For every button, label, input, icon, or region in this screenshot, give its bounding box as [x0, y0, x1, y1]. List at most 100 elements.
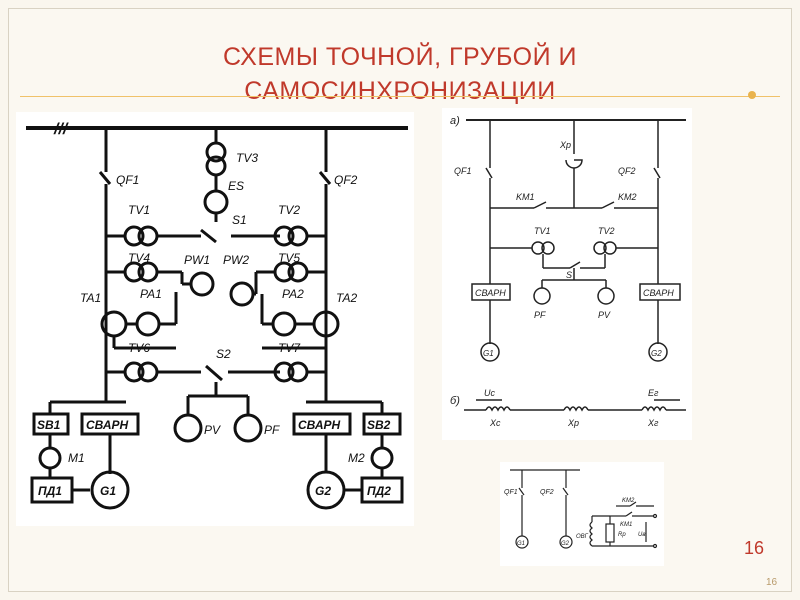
tv3-label: TV3: [236, 151, 258, 165]
title-divider: [20, 96, 780, 97]
tv5-label: TV5: [278, 251, 300, 265]
uc-label: Uc: [484, 388, 495, 398]
tv7-label: TV7: [278, 341, 301, 355]
pa2-ammeter: [271, 311, 297, 337]
title-divider-dot: [748, 91, 756, 99]
small-g1-label: G1: [517, 541, 525, 547]
km1-contact: [533, 201, 547, 209]
pd2-label: ПД2: [367, 484, 391, 498]
small-rp-resistor: [605, 523, 615, 543]
qf1-right-label: QF1: [454, 166, 472, 176]
qf2-right-breaker: [653, 167, 661, 179]
tv1-right-coil-b: [541, 241, 555, 255]
small-rp-label: Rр: [618, 532, 626, 538]
part-a-label: а): [450, 115, 460, 127]
slide-title-line-2: САМОСИНХРОНИЗАЦИИ: [244, 77, 556, 105]
ta1-label: TA1: [80, 291, 101, 305]
sb2-label: SB2: [367, 418, 391, 432]
pa2-label: PA2: [282, 287, 304, 301]
pf-right-meter: [533, 287, 551, 305]
qf2-label: QF2: [334, 173, 358, 187]
sb1-label: SB1: [37, 418, 61, 432]
pd1-label: ПД1: [38, 484, 62, 498]
xc-label: Xc: [489, 418, 501, 428]
qf1-right-breaker: [485, 167, 493, 179]
small-uv-label: Uв: [638, 532, 645, 538]
small-km2-label: KM2: [622, 498, 635, 504]
s-switch: [569, 261, 581, 269]
small-qf2-breaker: [562, 487, 569, 496]
slide-title: СХЕМЫ ТОЧНОЙ, ГРУБОЙ И САМОСИНХРОНИЗАЦИИ: [150, 40, 650, 108]
tv3-transformer-upper: [205, 141, 227, 163]
s1-label: S1: [232, 213, 247, 227]
s2-label: S2: [216, 347, 231, 361]
slide-title-line-1: СХЕМЫ ТОЧНОЙ, ГРУБОЙ И: [223, 43, 577, 71]
pw2-label: PW2: [223, 253, 249, 267]
tv2-label: TV2: [278, 203, 300, 217]
pv-right-meter: [597, 287, 615, 305]
tv1-right-coil-a: [531, 241, 545, 255]
small-km2-contact: [629, 501, 637, 507]
pa1-label: PA1: [140, 287, 162, 301]
pf-frequency-meter: [233, 413, 263, 443]
small-qf1-breaker: [518, 487, 525, 496]
svarn-left-label: СВАРН: [86, 418, 129, 432]
svarn-right-block: [292, 412, 352, 436]
xp-label: Xр: [567, 418, 579, 428]
small-g1-generator: [515, 535, 529, 549]
small-minus-terminal: [652, 543, 658, 549]
g1-label: G1: [100, 484, 116, 498]
pv-right-label: PV: [598, 310, 611, 320]
pf-label: PF: [264, 423, 280, 437]
g1-generator: [90, 470, 130, 510]
xp-inductor: [563, 406, 589, 412]
pv-label: PV: [204, 423, 221, 437]
small-qf1-label: QF1: [504, 489, 518, 496]
small-qf2-label: QF2: [540, 489, 554, 496]
m2-motor: [370, 446, 394, 470]
m1-motor: [38, 446, 62, 470]
small-km1-contact: [625, 511, 633, 517]
bus-phase-mark: ///: [53, 121, 69, 138]
qf2-right-label: QF2: [618, 166, 636, 176]
qf1-label: QF1: [116, 173, 139, 187]
pv-voltmeter: [173, 413, 203, 443]
tv6-label: TV6: [128, 341, 150, 355]
self-sync-schematic: QF1 QF2 G1 G2 ОВГ Rр KM1 KM2 Uв: [500, 462, 664, 566]
m1-label: M1: [68, 451, 85, 465]
pa1-ammeter: [135, 311, 161, 337]
tv1-label: TV1: [128, 203, 150, 217]
g1-right-label: G1: [483, 349, 494, 358]
es-device: [203, 189, 229, 215]
tv2-right-coil-a: [593, 241, 607, 255]
pw1-label: PW1: [184, 253, 210, 267]
pw1-wattmeter: [189, 271, 215, 297]
es-label: ES: [228, 179, 244, 193]
tv2-right-label: TV2: [598, 226, 615, 236]
tv2-transformer-left: [273, 225, 295, 247]
xc-inductor: [485, 406, 511, 412]
small-plus-terminal: [652, 513, 658, 519]
small-g2-label: G2: [561, 541, 570, 547]
g2-right-label: G2: [651, 349, 662, 358]
synchronization-main-schematic: /// QF1 QF2 TV3 ES S1 TV1 TV2 TV4 TV5 PW…: [16, 112, 414, 526]
svarn-right-left-block: [471, 283, 511, 301]
small-ovg-winding: [589, 521, 593, 547]
svarn-right-right-label: СВАРН: [643, 288, 674, 298]
m2-label: M2: [348, 451, 365, 465]
part-b-label: б): [450, 395, 460, 407]
xr-label: Xг: [647, 418, 659, 428]
slide-number-small: 16: [766, 577, 778, 588]
svarn-right-label: СВАРН: [298, 418, 341, 432]
xp-top-label: Xр: [559, 140, 571, 150]
g2-label: G2: [315, 484, 331, 498]
km2-contact: [601, 201, 615, 209]
s-label: S: [566, 270, 572, 280]
tv7-transformer-left: [273, 361, 295, 383]
small-g2-generator: [559, 535, 573, 549]
g2-right-generator: [648, 342, 668, 362]
ta2-label: TA2: [336, 291, 357, 305]
xr-inductor: [641, 406, 667, 412]
g1-right-generator: [480, 342, 500, 362]
tv4-label: TV4: [128, 251, 150, 265]
